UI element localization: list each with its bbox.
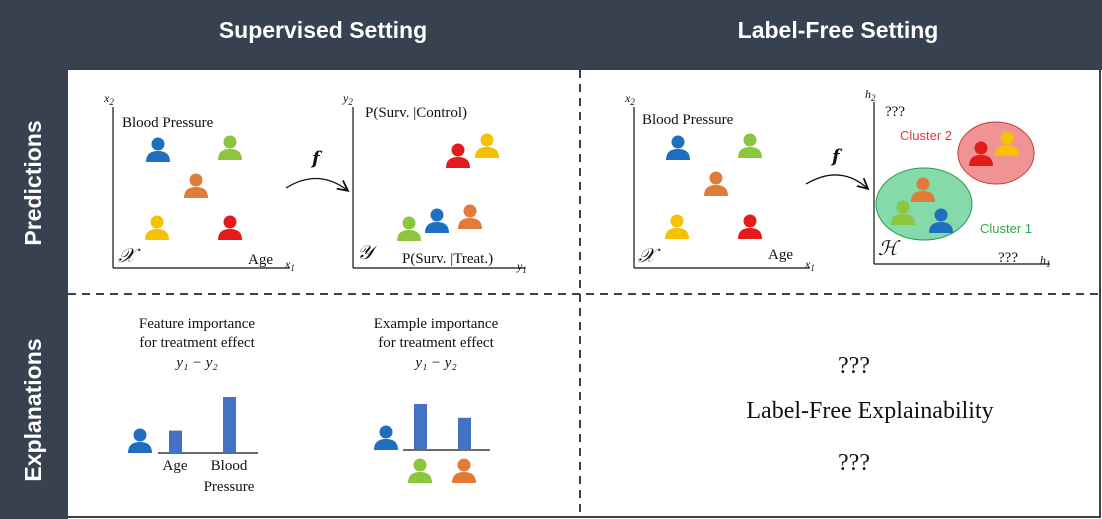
- example-importance-bars: [414, 404, 471, 450]
- panel-latent-space-labelfree: h2 h1 ??? ??? ℋ Cluster 2 Cluster 1: [865, 87, 1051, 269]
- example-importance-panel: Example importance for treatment effect …: [374, 316, 499, 483]
- person-icon-green: [218, 135, 242, 160]
- labelfree-title: Label-Free Setting: [738, 17, 939, 43]
- space-symbol-y: 𝒴: [357, 242, 378, 264]
- model-arrow-labelfree: f: [805, 146, 867, 188]
- curved-arrow: [285, 177, 347, 190]
- person-icon-yellow: [145, 215, 169, 240]
- cluster-2-label: Cluster 2: [900, 128, 952, 143]
- person-icon-green: [397, 216, 421, 241]
- labelfree-explainability-title: Label-Free Explainability: [746, 398, 993, 424]
- feature-importance-formula: y₁ − y₂: [174, 355, 217, 371]
- person-icon-green: [408, 458, 432, 483]
- feature-blood-pressure: Blood Pressure: [122, 115, 214, 131]
- labelfree-explainability-panel: ??? Label-Free Explainability ???: [746, 353, 993, 476]
- bar-label-pressure: Pressure: [204, 479, 255, 495]
- person-icon-yellow: [665, 214, 689, 239]
- curved-arrow: [805, 174, 867, 188]
- feature-age: Age: [768, 247, 793, 263]
- function-f-label: f: [310, 148, 323, 169]
- space-symbol-x: 𝒳: [638, 245, 661, 267]
- feature-importance-title-1: Feature importance: [139, 316, 256, 332]
- x-axis-label: h1: [1040, 253, 1051, 269]
- y-axis-label: x2: [103, 91, 114, 107]
- predictions-row-label: Predictions: [20, 120, 46, 245]
- cluster-1-label: Cluster 1: [980, 221, 1032, 236]
- person-icon-blue: [146, 137, 170, 162]
- model-arrow-supervised: f: [285, 148, 347, 190]
- example-importance-formula: y₁ − y₂: [413, 355, 456, 371]
- feature-importance-panel: Feature importance for treatment effect …: [128, 316, 258, 495]
- header-bar: [0, 0, 1102, 70]
- feature-importance-title-2: for treatment effect: [139, 335, 255, 351]
- x-axis-label: x1: [284, 257, 295, 273]
- space-symbol-h: ℋ: [878, 238, 901, 260]
- latent-x-unknown: ???: [998, 250, 1018, 266]
- supervised-title: Supervised Setting: [219, 17, 427, 43]
- bar-label-age: Age: [163, 458, 188, 474]
- person-icon-blue: [128, 428, 152, 453]
- control-survival-label: P(Surv. |Control): [365, 105, 467, 121]
- person-icon-red: [446, 143, 470, 168]
- person-icon-red: [738, 214, 762, 239]
- y-axis-label: h2: [865, 87, 876, 103]
- person-icon-red: [218, 215, 242, 240]
- explanations-row-label: Explanations: [20, 338, 46, 481]
- x-axis-label: y1: [516, 259, 527, 275]
- panel-input-space-labelfree: x2 x1 Blood Pressure Age 𝒳: [624, 91, 815, 273]
- person-icon-orange: [704, 171, 728, 196]
- example-importance-title-1: Example importance: [374, 316, 499, 332]
- latent-y-unknown: ???: [885, 104, 905, 120]
- y-axis-label: x2: [624, 91, 635, 107]
- example-importance-bar-1: [414, 404, 427, 450]
- person-icon-yellow: [475, 133, 499, 158]
- panel-output-space-supervised: y2 y1 P(Surv. |Control) P(Surv. |Treat.)…: [342, 91, 527, 275]
- feature-blood-pressure: Blood Pressure: [642, 112, 734, 128]
- row-label-bar: [0, 0, 68, 519]
- person-icon-blue: [666, 135, 690, 160]
- person-icon-green: [738, 133, 762, 158]
- example-importance-bar-2: [458, 417, 471, 450]
- person-icon-orange: [458, 204, 482, 229]
- example-importance-title-2: for treatment effect: [378, 335, 494, 351]
- person-icon-blue: [425, 208, 449, 233]
- y-axis-label: y2: [342, 91, 353, 107]
- treated-survival-label: P(Surv. |Treat.): [402, 251, 493, 267]
- person-icon-blue: [374, 425, 398, 450]
- feature-importance-bars: [169, 397, 236, 453]
- feature-importance-bar-1: [169, 430, 182, 453]
- labelfree-top-unknown: ???: [838, 353, 870, 379]
- x-axis-label: x1: [804, 257, 815, 273]
- bar-label-blood: Blood: [211, 458, 248, 474]
- person-icon-orange: [184, 173, 208, 198]
- panel-input-space-supervised: x2 x1 Blood Pressure Age 𝒳: [103, 91, 295, 273]
- space-symbol-x: 𝒳: [118, 245, 141, 267]
- feature-importance-bar-2: [223, 397, 236, 453]
- labelfree-bottom-unknown: ???: [838, 450, 870, 476]
- person-icon-orange: [452, 458, 476, 483]
- feature-age: Age: [248, 252, 273, 268]
- function-f-label: f: [830, 146, 843, 167]
